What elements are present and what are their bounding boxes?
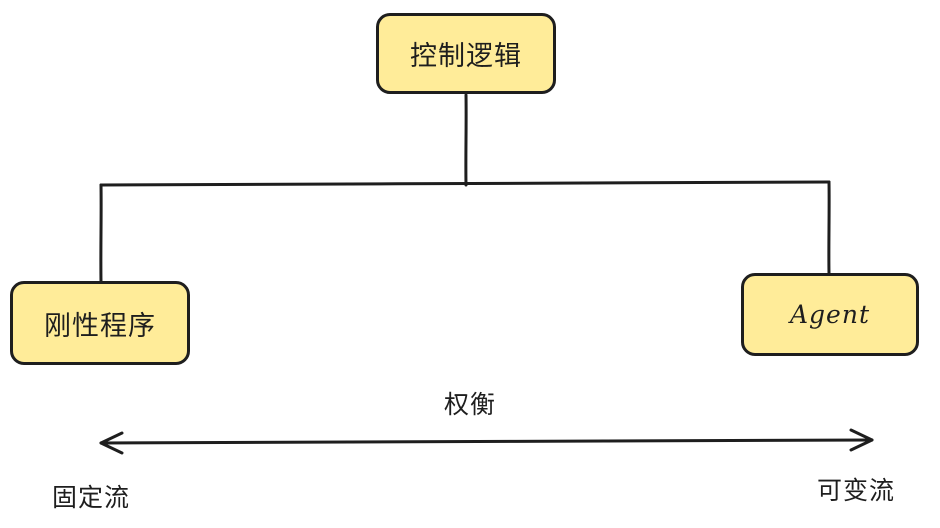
root-node-label: 控制逻辑 [410,41,522,72]
root-node: 控制逻辑 [376,13,556,94]
rigid-program-label: 刚性程序 [44,310,156,342]
variable-flow-label: 可变流 [817,476,896,505]
agent-node: Agent [741,273,919,356]
arrowhead-left-icon [99,431,124,455]
agent-label: Agent [790,300,870,329]
branch-line [99,180,831,187]
fixed-flow-label: 固定流 [52,483,131,512]
rigid-program-node: 刚性程序 [10,281,190,365]
spectrum-arrow-line [99,438,874,445]
tradeoff-label: 权衡 [444,390,497,419]
arrowhead-right-icon [849,428,874,452]
